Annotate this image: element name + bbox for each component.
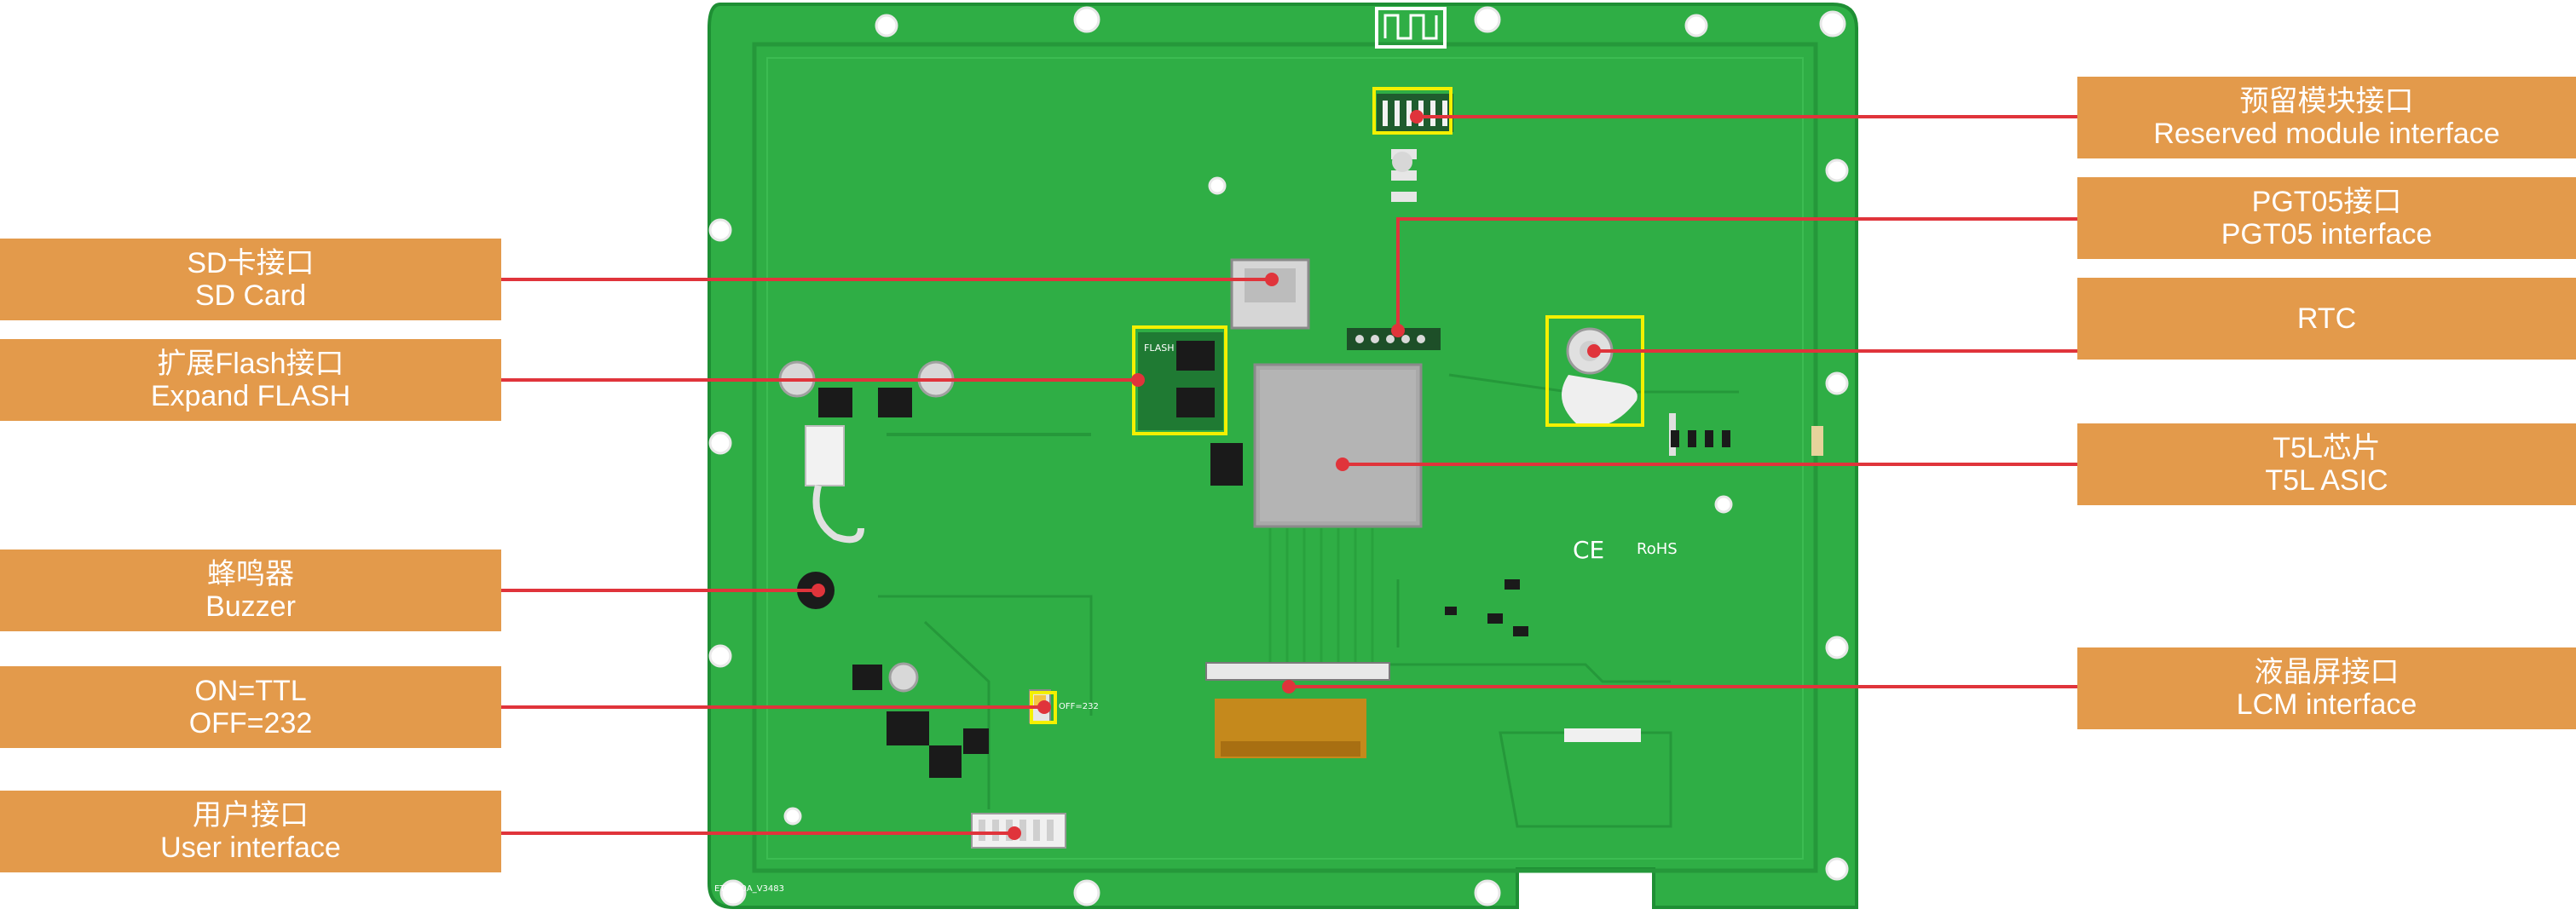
- callout-pgt05-en: PGT05 interface: [2221, 218, 2433, 250]
- callout-rtc-label: RTC: [2296, 302, 2357, 335]
- leader-lines: [501, 115, 2077, 835]
- callout-expand-flash: 扩展Flash接口 Expand FLASH: [0, 339, 501, 421]
- callout-reserved-module-cn: 预留模块接口: [2239, 85, 2414, 118]
- callout-sd-card-cn: SD卡接口: [187, 247, 315, 279]
- callout-sd-card-en: SD Card: [194, 279, 307, 312]
- callout-sd-card: SD卡接口 SD Card: [0, 239, 501, 320]
- callout-pgt05: PGT05接口 PGT05 interface: [2077, 177, 2576, 259]
- callout-t5l-chip-en: T5L ASIC: [2265, 464, 2388, 497]
- ce-mark: CE: [1573, 536, 1604, 564]
- callout-t5l-chip-cn: T5L芯片: [2273, 432, 2381, 464]
- callout-reserved-module-en: Reserved module interface: [2153, 118, 2500, 150]
- callout-user-interface: 用户接口 User interface: [0, 791, 501, 872]
- leader-dots: [811, 110, 1601, 840]
- pcb-code: ET9820A_V3483: [714, 884, 784, 894]
- callout-pgt05-cn: PGT05接口: [2251, 186, 2402, 218]
- callout-buzzer-cn: 蜂鸣器: [207, 558, 294, 590]
- flash-silk: FLASH: [1144, 342, 1175, 354]
- rohs-mark: RoHS: [1637, 540, 1678, 558]
- reserved-module-highlight: [1372, 87, 1453, 135]
- rtc-highlight: [1545, 315, 1644, 427]
- callout-expand-flash-cn: 扩展Flash接口: [157, 348, 344, 380]
- callout-user-interface-en: User interface: [160, 832, 341, 864]
- callout-lcm: 液晶屏接口 LCM interface: [2077, 647, 2576, 729]
- callout-ttl-switch-on: ON=TTL: [194, 675, 307, 707]
- switch-silk: OFF=232: [1059, 702, 1099, 711]
- callout-ttl-switch: ON=TTL OFF=232: [0, 666, 501, 748]
- callout-lcm-en: LCM interface: [2236, 688, 2417, 721]
- callout-lcm-cn: 液晶屏接口: [2254, 656, 2400, 688]
- callout-t5l-chip: T5L芯片 T5L ASIC: [2077, 423, 2576, 505]
- callout-buzzer-en: Buzzer: [205, 590, 296, 623]
- pcb-board: CE RoHS FLASH OFF=232 ET9820A_V3483: [708, 3, 1858, 909]
- callout-rtc: RTC: [2077, 278, 2576, 360]
- callout-buzzer: 蜂鸣器 Buzzer: [0, 550, 501, 631]
- callout-reserved-module: 预留模块接口 Reserved module interface: [2077, 77, 2576, 158]
- callout-expand-flash-en: Expand FLASH: [150, 380, 351, 412]
- callout-ttl-switch-off: OFF=232: [188, 707, 313, 739]
- callout-user-interface-cn: 用户接口: [193, 799, 309, 832]
